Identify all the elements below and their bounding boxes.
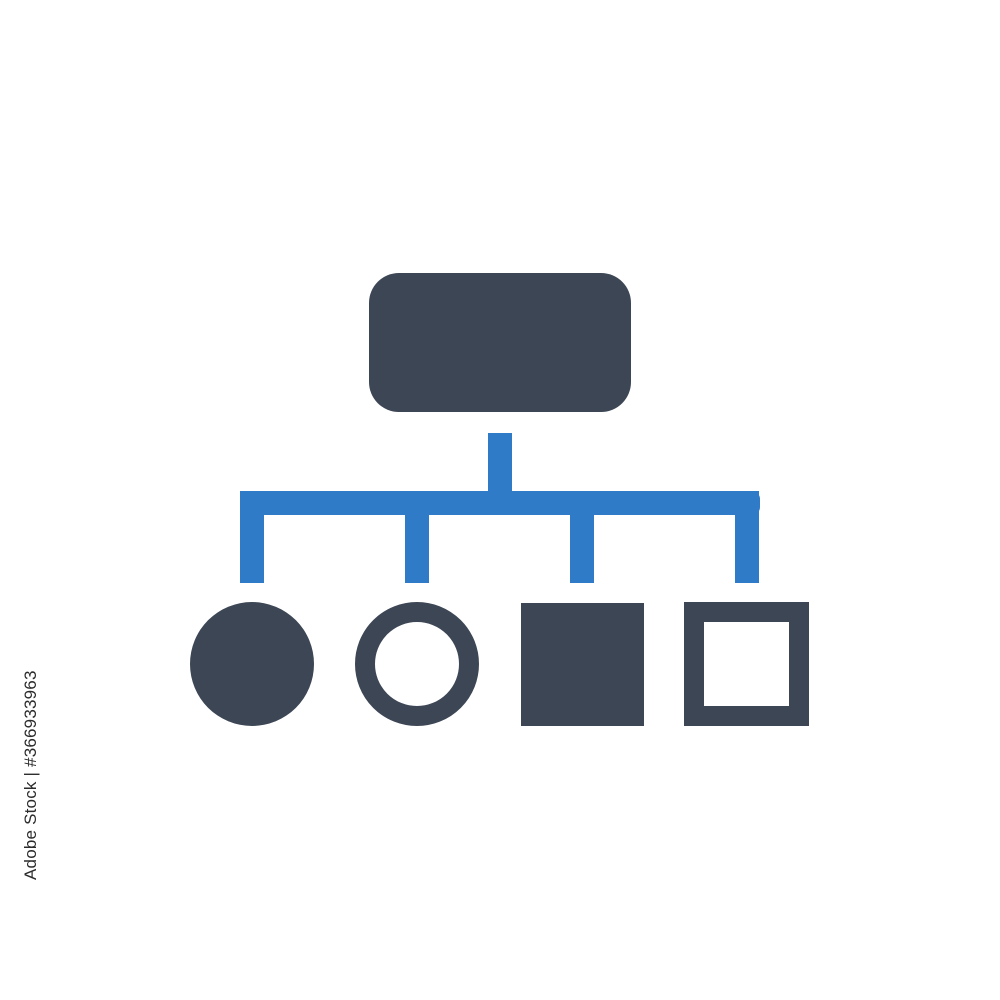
top-node-box <box>369 273 631 412</box>
filled-circle-node <box>190 602 314 726</box>
branch-line-1 <box>240 491 264 583</box>
outline-square-node <box>684 602 809 726</box>
connector-lines <box>240 433 760 583</box>
horizontal-bus-line <box>240 491 760 515</box>
outline-circle-node <box>355 602 479 726</box>
stock-id-label: Adobe Stock | #366933963 <box>21 670 40 880</box>
branch-line-2 <box>405 491 429 583</box>
branch-line-4 <box>735 491 759 583</box>
branch-line-3 <box>570 491 594 583</box>
filled-square-node <box>521 603 644 726</box>
